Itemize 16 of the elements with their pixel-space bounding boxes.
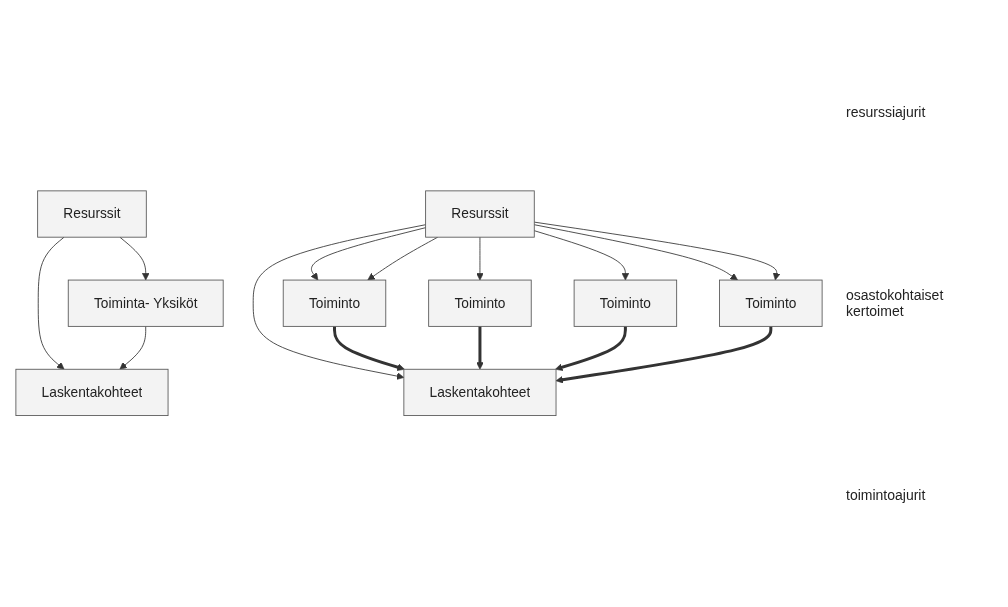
node-box: Toiminto (282, 279, 387, 328)
arrow (476, 326, 484, 370)
node-box: Laskentakohteet (403, 369, 557, 417)
node-box: Toiminto (428, 279, 532, 328)
annotation-text: osastokohtaiset kertoimet (846, 287, 945, 320)
node-box: Resurssit (37, 190, 147, 238)
node-box: Toiminta- Yksiköt (67, 279, 224, 328)
arrow (333, 326, 405, 372)
arrow (555, 326, 773, 384)
annotation-text: toimintoajurit (846, 487, 927, 504)
node-box: Toiminto (719, 279, 823, 328)
node-box: Resurssit (425, 190, 535, 238)
node-box: Toiminto (573, 279, 678, 328)
node-box: Laskentakohteet (15, 369, 169, 417)
arrow (555, 326, 627, 372)
annotation-text: resurssiajurit (846, 103, 927, 120)
